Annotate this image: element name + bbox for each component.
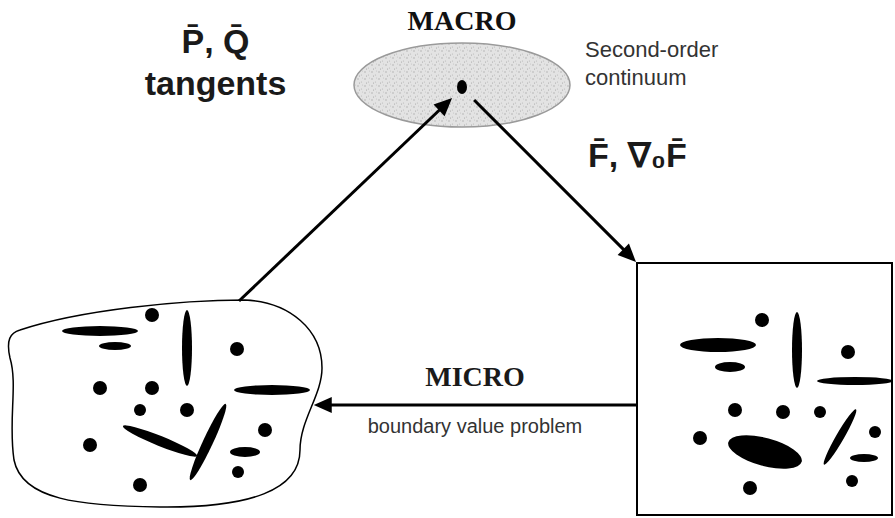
flow-arrow xyxy=(314,397,636,413)
rect-outline xyxy=(636,262,893,516)
scale-heading: MACRO xyxy=(352,5,572,37)
reference-rve xyxy=(636,262,893,516)
flow-arrow xyxy=(239,98,452,301)
edge-label: MICRO xyxy=(375,361,575,393)
continuum-note: Second-order continuum xyxy=(585,36,745,92)
deformed-rve xyxy=(5,295,330,510)
edge-label: P̄, Q̄ tangents xyxy=(128,20,303,104)
flow-arrow xyxy=(474,100,636,262)
edge-label: F̄, ∇₀F̄ xyxy=(588,134,687,176)
bvp-note: boundary value problem xyxy=(355,414,595,438)
macro-continuum: MACRO xyxy=(352,5,572,130)
blob-outline xyxy=(5,295,330,510)
